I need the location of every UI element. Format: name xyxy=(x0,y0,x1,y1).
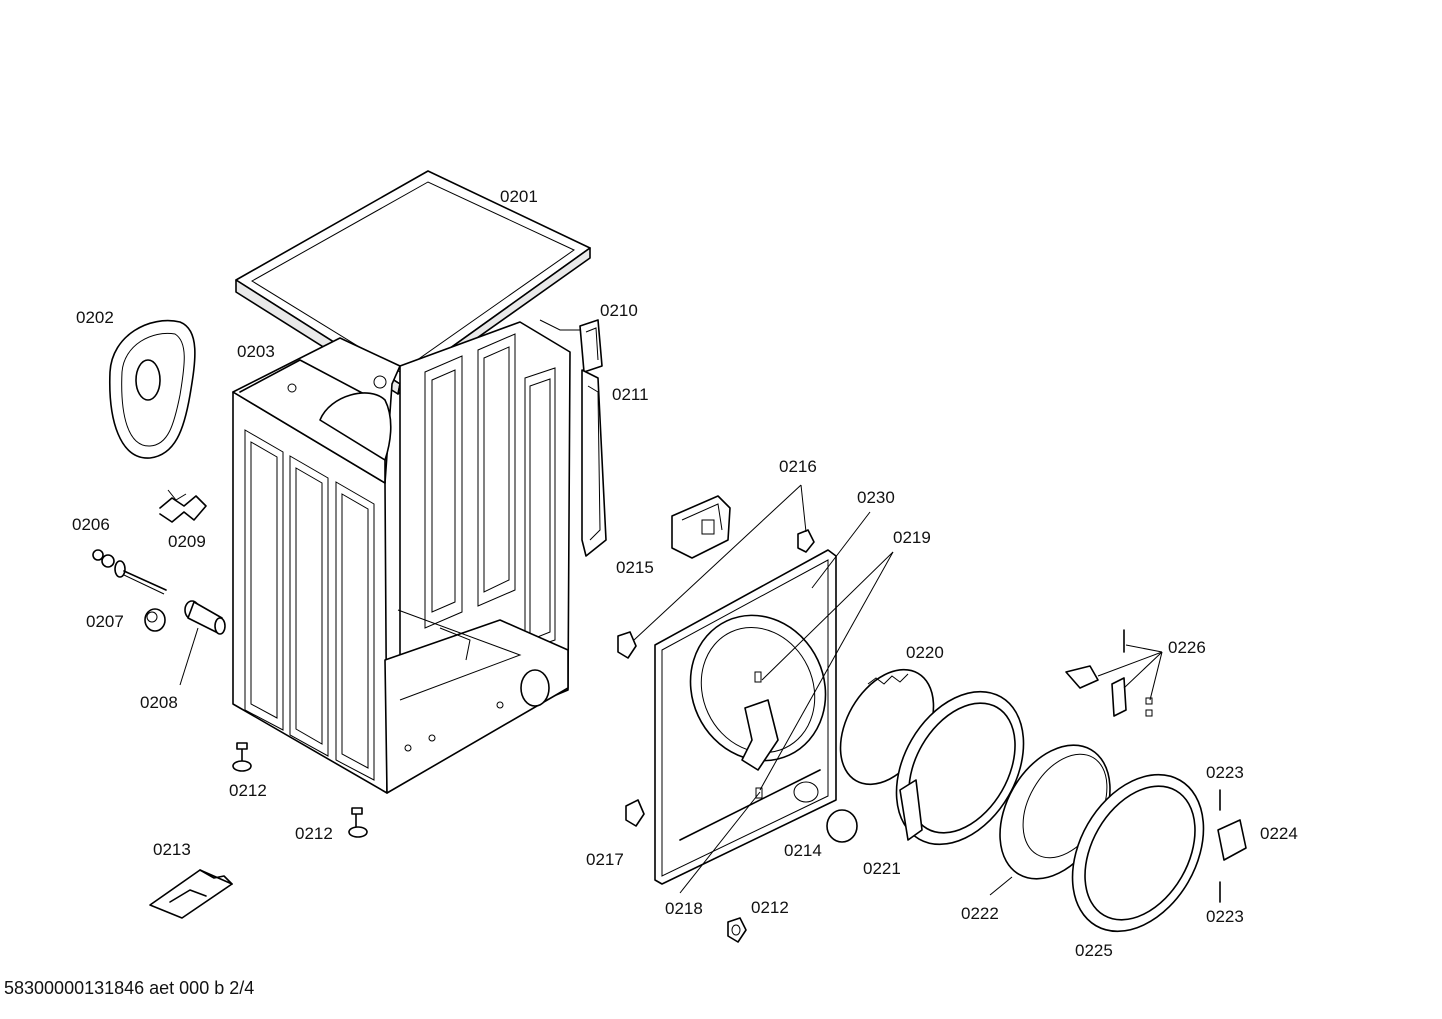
label-0220: 0220 xyxy=(906,643,944,662)
cabinet-body-part xyxy=(232,321,571,794)
label-0209: 0209 xyxy=(168,532,206,551)
outer-door-part xyxy=(1071,773,1205,933)
foot-screw-part-c xyxy=(727,917,747,943)
plug-part xyxy=(826,809,858,843)
label-0219: 0219 xyxy=(893,528,931,547)
label-0215: 0215 xyxy=(616,558,654,577)
cap-part xyxy=(144,608,166,632)
label-0230: 0230 xyxy=(857,488,895,507)
label-0212-b: 0212 xyxy=(295,824,333,843)
hinge-part xyxy=(1065,665,1153,717)
label-0212-a: 0212 xyxy=(229,781,267,800)
side-strip-part xyxy=(581,369,607,557)
label-0218: 0218 xyxy=(665,899,703,918)
base-plate-part xyxy=(149,869,233,919)
label-0221: 0221 xyxy=(863,859,901,878)
document-reference-footer: 58300000131846 aet 000 b 2/4 xyxy=(4,978,255,998)
door-ring-part xyxy=(895,690,1025,846)
leader-lines xyxy=(633,484,1163,896)
front-panel-part xyxy=(654,549,837,885)
label-0216: 0216 xyxy=(779,457,817,476)
label-0208: 0208 xyxy=(140,693,178,712)
sleeve-part xyxy=(179,600,226,686)
spring-clip-part-b xyxy=(797,529,815,553)
label-0201: 0201 xyxy=(500,187,538,206)
door-lock-part xyxy=(671,495,731,559)
label-0222: 0222 xyxy=(961,904,999,923)
spring-clip-part-a xyxy=(617,631,637,659)
label-0203: 0203 xyxy=(237,342,275,361)
label-0214: 0214 xyxy=(784,841,822,860)
label-0211: 0211 xyxy=(612,385,649,404)
spring-clip-part-c xyxy=(625,799,645,827)
bracket-part xyxy=(539,319,603,373)
label-0213: 0213 xyxy=(153,840,191,859)
label-0202: 0202 xyxy=(76,308,114,327)
label-0223-b: 0223 xyxy=(1206,907,1244,926)
label-0223-a: 0223 xyxy=(1206,763,1244,782)
label-0226: 0226 xyxy=(1168,638,1206,657)
label-0225: 0225 xyxy=(1075,941,1113,960)
transport-bolt-part xyxy=(92,549,167,595)
door-handle-part xyxy=(1217,819,1247,861)
foot-screw-part-a xyxy=(232,742,252,772)
label-0212-c: 0212 xyxy=(751,898,789,917)
callout-labels: 0201 0202 0203 0206 0207 0208 0209 0210 … xyxy=(72,187,1298,960)
label-0207: 0207 xyxy=(86,612,124,631)
clip-part xyxy=(159,489,207,523)
label-0224: 0224 xyxy=(1260,824,1298,843)
label-0206: 0206 xyxy=(72,515,110,534)
rear-cover-part xyxy=(109,319,196,459)
foot-screw-part-b xyxy=(348,807,368,838)
label-0210: 0210 xyxy=(600,301,638,320)
label-0217: 0217 xyxy=(586,850,624,869)
